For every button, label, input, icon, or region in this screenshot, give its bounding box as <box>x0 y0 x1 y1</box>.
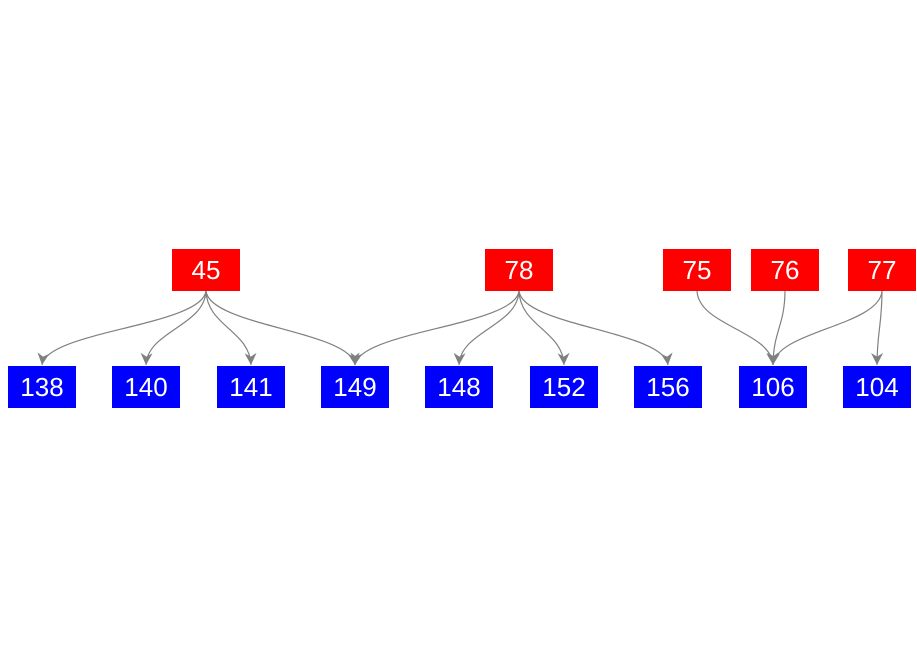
nodes-layer: 45 78 75 76 77 138 140 141 149 148 152 156 106 104 <box>8 249 916 408</box>
edge-p45-to-c140 <box>140 290 207 366</box>
child-node-label: 141 <box>229 372 272 402</box>
child-node-label: 106 <box>751 372 794 402</box>
edge-p45-to-c141 <box>205 290 257 366</box>
child-node-152: 152 <box>530 366 598 408</box>
parent-node-box <box>485 249 553 291</box>
child-node-box <box>425 366 493 408</box>
parent-node-box <box>848 249 916 291</box>
child-node-140: 140 <box>112 366 180 408</box>
parent-node-76: 76 <box>751 249 819 291</box>
child-node-label: 140 <box>124 372 167 402</box>
child-node-box <box>217 366 285 408</box>
edge-p77-to-c106 <box>768 290 883 366</box>
parent-node-45: 45 <box>172 249 240 291</box>
child-node-box <box>739 366 807 408</box>
child-node-label: 138 <box>20 372 63 402</box>
edge-p77-to-c104 <box>871 290 884 366</box>
parent-node-box <box>172 249 240 291</box>
parent-node-box <box>663 249 731 291</box>
child-node-label: 104 <box>855 372 898 402</box>
child-node-156: 156 <box>634 366 702 408</box>
parent-node-label: 76 <box>771 255 800 285</box>
child-node-106: 106 <box>739 366 807 408</box>
parent-node-label: 77 <box>868 255 897 285</box>
edge-p45-to-c149 <box>205 290 360 366</box>
parent-node-77: 77 <box>848 249 916 291</box>
parent-node-label: 78 <box>505 255 534 285</box>
edge-p78-to-c156 <box>518 290 673 366</box>
child-node-label: 149 <box>333 372 376 402</box>
edges-layer <box>37 290 884 366</box>
child-node-box <box>8 366 76 408</box>
child-node-104: 104 <box>843 366 911 408</box>
edge-p78-to-c148 <box>453 290 520 366</box>
edge-p45-to-c138 <box>37 290 207 366</box>
edge-p76-to-c106 <box>767 290 786 366</box>
parent-node-75: 75 <box>663 249 731 291</box>
edge-p78-to-c149 <box>350 290 520 366</box>
child-node-138: 138 <box>8 366 76 408</box>
child-node-149: 149 <box>321 366 389 408</box>
edge-p75-to-c106 <box>696 290 779 366</box>
child-node-box <box>112 366 180 408</box>
parent-node-label: 45 <box>192 255 221 285</box>
child-node-148: 148 <box>425 366 493 408</box>
child-node-label: 156 <box>646 372 689 402</box>
parent-node-78: 78 <box>485 249 553 291</box>
parent-node-box <box>751 249 819 291</box>
child-node-label: 148 <box>437 372 480 402</box>
child-node-box <box>530 366 598 408</box>
child-node-label: 152 <box>542 372 585 402</box>
child-node-141: 141 <box>217 366 285 408</box>
child-node-box <box>843 366 911 408</box>
edge-p78-to-c152 <box>518 290 570 366</box>
child-node-box <box>634 366 702 408</box>
parent-node-label: 75 <box>683 255 712 285</box>
child-node-box <box>321 366 389 408</box>
